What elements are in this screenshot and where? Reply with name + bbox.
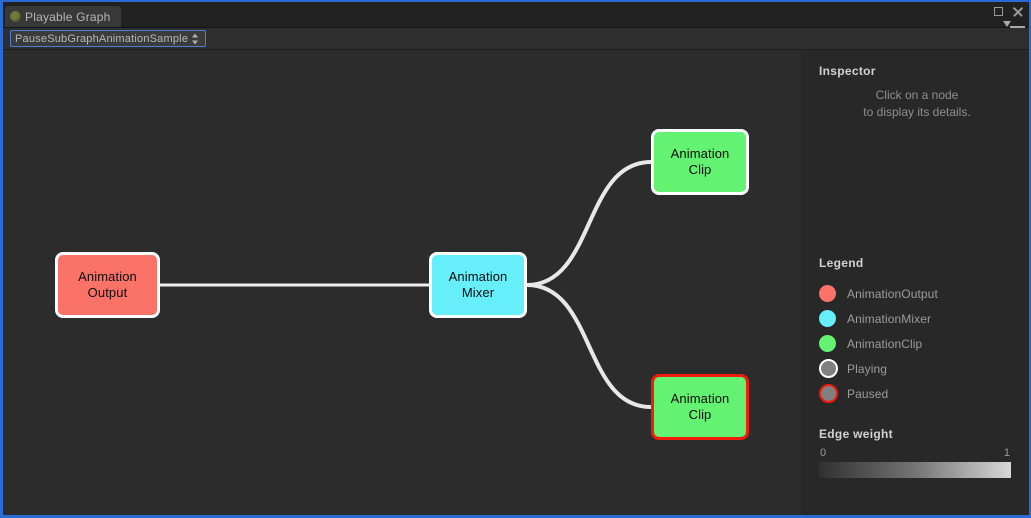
node-animation-clip-top[interactable]: Animation Clip <box>651 129 749 195</box>
maximize-icon[interactable] <box>994 7 1003 16</box>
menu-line <box>1010 26 1025 28</box>
node-animation-clip-bottom[interactable]: Animation Clip <box>651 374 749 440</box>
legend-swatch-icon <box>819 335 836 352</box>
graph-selector-dropdown[interactable]: PauseSubGraphAnimationSample <box>10 30 206 47</box>
legend-swatch-icon <box>819 285 836 302</box>
edge-weight-gradient-bar <box>819 462 1011 478</box>
tab-playable-graph[interactable]: Playable Graph <box>5 6 121 27</box>
node-animation-mixer[interactable]: Animation Mixer <box>429 252 527 318</box>
window-titlebar: Playable Graph <box>3 2 1029 32</box>
legend-row: AnimationOutput <box>819 281 1019 306</box>
graph-edges <box>158 160 653 409</box>
inspector-section: Inspector Click on a node to display its… <box>819 64 1015 121</box>
edge-weight-max: 1 <box>1003 447 1010 459</box>
node-label: Animation Clip <box>670 391 730 422</box>
legend-swatch-icon <box>819 310 836 327</box>
edge-weight-min: 0 <box>820 447 827 459</box>
graph-toolbar: PauseSubGraphAnimationSample <box>3 28 1029 50</box>
updown-arrows-icon <box>192 33 199 44</box>
legend-row: Playing <box>819 356 1019 381</box>
edge-mixer-clip-bottom <box>525 283 653 409</box>
legend-swatch-icon <box>819 384 838 403</box>
legend-label: Paused <box>847 386 889 401</box>
legend-row: AnimationClip <box>819 331 1019 356</box>
edge-weight-section: Edge weight 0 1 <box>819 427 1011 478</box>
inspector-title: Inspector <box>819 64 876 78</box>
playable-graph-icon <box>10 11 21 22</box>
legend-label: Playing <box>847 361 888 376</box>
edge-mixer-clip-top <box>525 160 653 287</box>
legend-title: Legend <box>819 256 864 270</box>
edge-weight-title: Edge weight <box>819 427 893 441</box>
legend-label: AnimationOutput <box>847 286 938 301</box>
node-label: Animation Mixer <box>448 269 508 300</box>
node-label: Animation Clip <box>670 146 730 177</box>
edge-weight-scale: 0 1 <box>819 447 1011 462</box>
legend-row: Paused <box>819 381 1019 406</box>
graph-selector-value: PauseSubGraphAnimationSample <box>15 32 189 45</box>
legend-label: AnimationClip <box>847 336 923 351</box>
close-icon[interactable] <box>1012 6 1023 17</box>
legend-row: AnimationMixer <box>819 306 1019 331</box>
legend-swatch-icon <box>819 359 838 378</box>
legend-label: AnimationMixer <box>847 311 932 326</box>
tab-label: Playable Graph <box>25 9 111 24</box>
node-label: Animation Output <box>78 269 137 300</box>
node-animation-output[interactable]: Animation Output <box>55 252 160 318</box>
inspector-hint: Click on a node to display its details. <box>863 88 971 119</box>
window-controls <box>994 6 1023 17</box>
funnel-glyph <box>1003 21 1011 27</box>
side-panel: Inspector Click on a node to display its… <box>801 50 1029 515</box>
